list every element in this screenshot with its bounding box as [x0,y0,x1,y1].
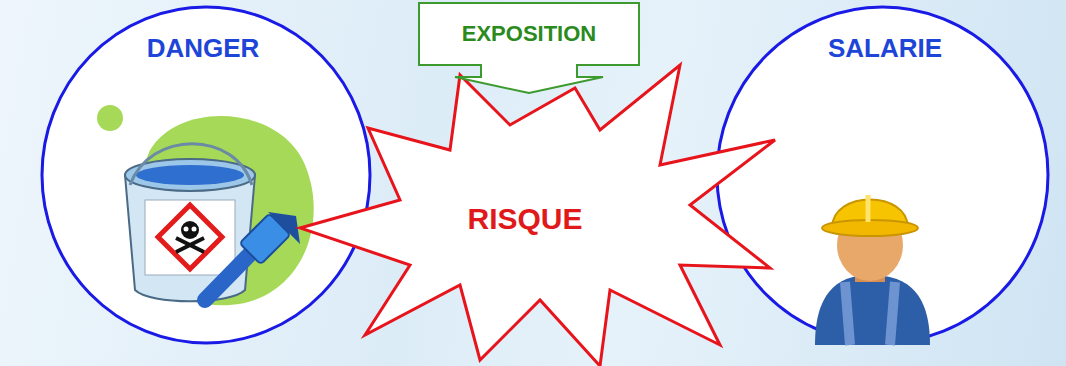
node-label: RISQUE [467,202,582,235]
node-label: EXPOSITION [462,22,596,46]
callout-box: EXPOSITION [418,2,640,66]
worker-circle: SALARIE [715,5,1050,345]
block-arrow [455,64,603,93]
danger-circle: DANGER [40,5,372,345]
danger-circle-shape [42,7,370,343]
worker-circle-shape [717,7,1048,343]
node-label: DANGER [147,34,260,63]
callout-box-shape [419,3,639,65]
node-label: SALARIE [828,34,942,63]
callout-arrow [455,64,603,93]
risk-starburst: RISQUE [295,55,775,366]
risk-starburst-shape [300,65,775,366]
